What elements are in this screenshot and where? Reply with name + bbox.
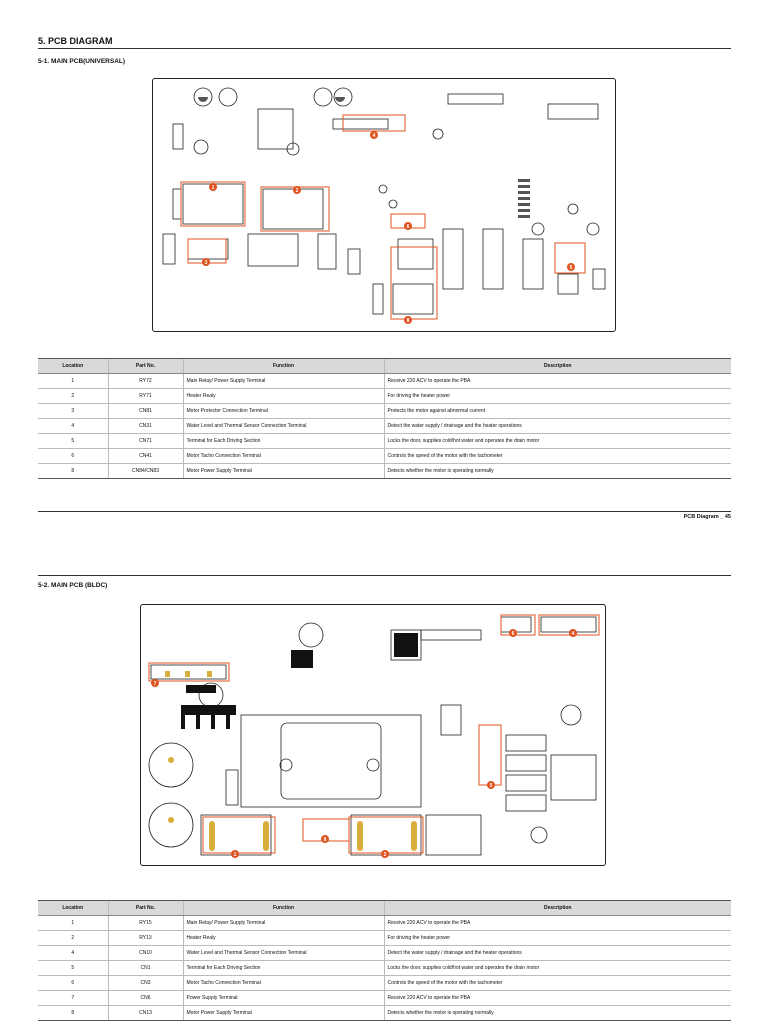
marker-4: 4 <box>569 629 577 637</box>
svg-text:6: 6 <box>407 224 410 230</box>
marker-8: 8 <box>404 316 412 324</box>
bldc-pcb-drawing: 1 2 4 5 6 7 8 <box>148 614 600 858</box>
svg-text:1: 1 <box>212 185 215 191</box>
svg-text:3: 3 <box>205 260 208 266</box>
col-description: Description <box>383 900 731 916</box>
page-footer-rule <box>38 511 731 512</box>
svg-text:6: 6 <box>512 631 515 637</box>
universal-pcb-diagram: 1 2 3 4 5 6 8 <box>152 78 616 332</box>
section-title: 5. PCB DIAGRAM <box>38 36 113 46</box>
marker-4: 4 <box>370 131 378 139</box>
col-location: Location <box>38 358 108 374</box>
col-function: Function <box>182 358 384 374</box>
col-function: Function <box>182 900 384 916</box>
bldc-pcb-diagram: 1 2 4 5 6 7 8 <box>140 604 606 866</box>
svg-text:5: 5 <box>490 783 493 789</box>
marker-6: 6 <box>509 629 517 637</box>
marker-5: 5 <box>567 263 575 271</box>
col-description: Description <box>383 358 731 374</box>
col-location: Location <box>38 900 108 916</box>
bldc-subtitle: 5-2. MAIN PCB (BLDC) <box>38 582 108 589</box>
marker-1: 1 <box>209 183 217 191</box>
svg-text:8: 8 <box>324 837 327 843</box>
section-divider <box>38 48 731 49</box>
marker-7: 7 <box>151 679 159 687</box>
universal-pcb-drawing: 1 2 3 4 5 6 8 <box>162 87 606 324</box>
table-header-row: Location Part No. Function Description <box>38 900 731 916</box>
marker-2: 2 <box>381 850 389 858</box>
page-footer: PCB Diagram _ 45 <box>683 514 731 520</box>
marker-3: 3 <box>202 258 210 266</box>
svg-text:2: 2 <box>296 188 299 194</box>
svg-text:8: 8 <box>407 318 410 324</box>
section-divider-2 <box>38 575 731 576</box>
marker-1: 1 <box>231 850 239 858</box>
col-part-no: Part No. <box>107 900 183 916</box>
bldc-spec-table: Location Part No. Function Description 1… <box>38 900 731 1021</box>
svg-text:1: 1 <box>234 852 237 858</box>
svg-text:5: 5 <box>570 265 573 271</box>
svg-text:7: 7 <box>154 681 157 687</box>
marker-5: 5 <box>487 781 495 789</box>
table-header-row: Location Part No. Function Description <box>38 358 731 374</box>
svg-text:4: 4 <box>373 133 376 139</box>
marker-2: 2 <box>293 186 301 194</box>
universal-spec-table: Location Part No. Function Description 1… <box>38 358 731 479</box>
universal-subtitle: 5-1. MAIN PCB(UNIVERSAL) <box>38 58 126 65</box>
marker-8: 8 <box>321 835 329 843</box>
col-part-no: Part No. <box>107 358 183 374</box>
marker-6: 6 <box>404 222 412 230</box>
svg-text:4: 4 <box>572 631 575 637</box>
svg-text:2: 2 <box>384 852 387 858</box>
